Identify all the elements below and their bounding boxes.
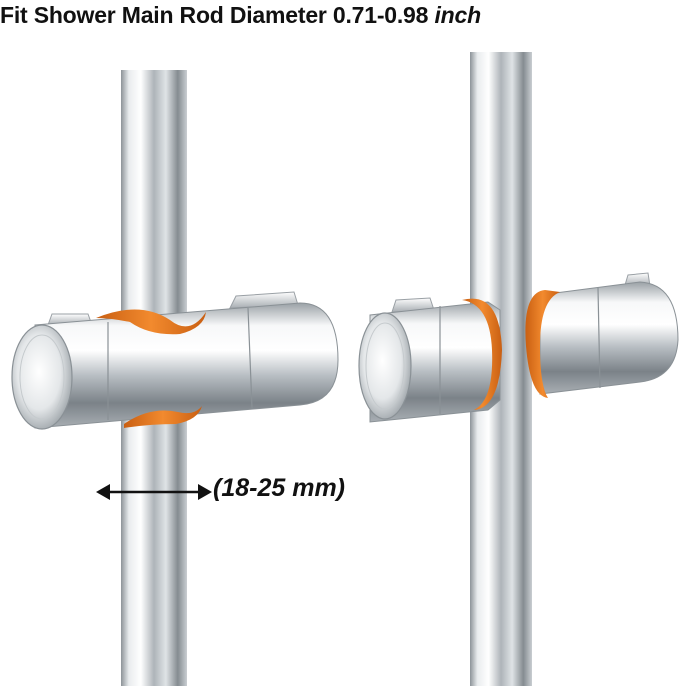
left-clamp-body [34, 302, 339, 429]
diameter-arrow [96, 484, 212, 500]
diameter-range-label: (18-25 mm) [213, 474, 345, 502]
right-silicone-ring-left [462, 298, 502, 410]
right-silicone-ring-right [525, 290, 560, 398]
left-silicone-ring-top [96, 309, 206, 335]
product-title: Fit Shower Main Rod Diameter 0.71-0.98 i… [0, 2, 679, 29]
right-clamp-assembly [358, 52, 679, 686]
left-silicone-ring-bottom [124, 406, 202, 428]
right-end-cap [358, 312, 412, 420]
right-clamp-right-half [539, 281, 679, 395]
title-main: Fit Shower Main Rod Diameter 0.71-0.98 [0, 2, 429, 28]
left-clamp-assembly [11, 70, 339, 686]
left-end-cap [11, 324, 73, 430]
title-unit: inch [434, 2, 481, 28]
